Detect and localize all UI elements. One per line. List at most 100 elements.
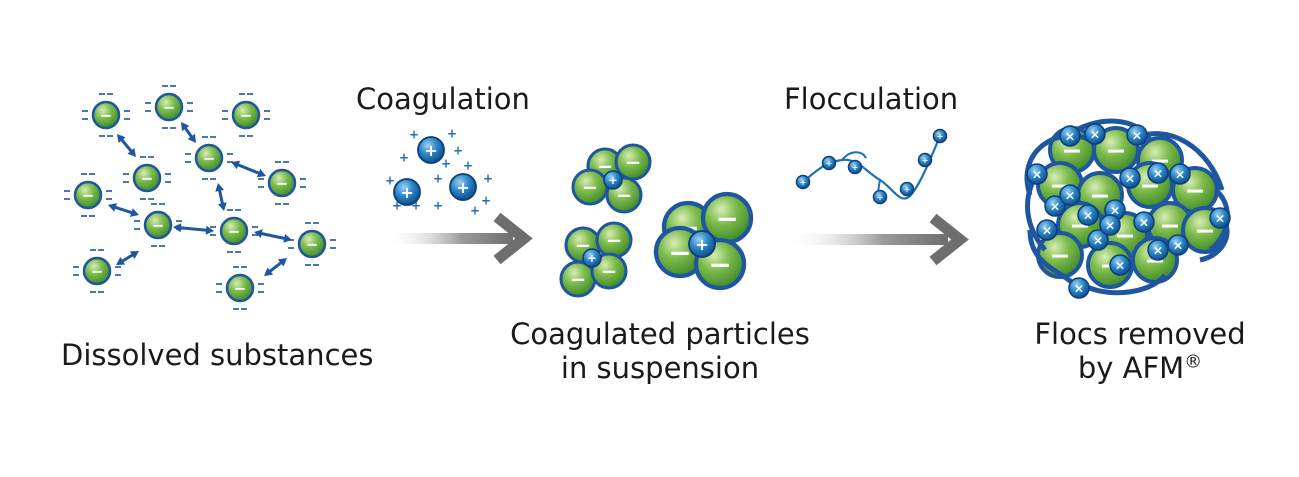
particle-body bbox=[194, 143, 224, 173]
repulsion-arrow bbox=[116, 251, 139, 265]
positive-ion: × bbox=[1059, 184, 1081, 206]
polymer-loop bbox=[841, 151, 867, 161]
arrow-head bbox=[181, 122, 190, 132]
positive-ion: × bbox=[1119, 167, 1141, 189]
arrow-head bbox=[277, 258, 287, 267]
positive-ion: + bbox=[449, 173, 477, 201]
positive-ion: × bbox=[1087, 229, 1109, 251]
negative-charge-halo bbox=[82, 93, 130, 137]
ion-body bbox=[1068, 277, 1090, 299]
minus-sign: − bbox=[240, 106, 253, 124]
arrow-head bbox=[231, 160, 241, 170]
small-plus-sign: + bbox=[399, 150, 409, 164]
positive-ion: + bbox=[847, 159, 863, 175]
positive-ion: + bbox=[872, 189, 888, 205]
polymer-strand bbox=[1027, 229, 1077, 287]
positive-ion: × bbox=[1169, 163, 1191, 185]
plus-sign: + bbox=[424, 141, 438, 160]
negative-charge-halo bbox=[64, 173, 112, 217]
negative-particle: − bbox=[82, 256, 112, 286]
process-arrow-coagulation bbox=[385, 212, 533, 265]
small-plus-sign: + bbox=[392, 198, 402, 212]
minus-sign: − bbox=[228, 222, 241, 240]
arrow-shaft bbox=[183, 126, 194, 139]
plus-sign: × bbox=[1173, 238, 1183, 253]
plus-sign: × bbox=[1115, 258, 1125, 273]
negative-particle: − bbox=[595, 221, 633, 259]
minus-sign: − bbox=[203, 149, 216, 167]
small-plus-sign: + bbox=[385, 173, 395, 187]
particle-body bbox=[297, 229, 327, 259]
negative-charge-halo bbox=[73, 249, 121, 293]
negative-particle: − bbox=[571, 168, 609, 206]
ion-body bbox=[932, 128, 948, 144]
small-plus-sign: + bbox=[481, 193, 491, 207]
negative-charge-halo bbox=[258, 161, 306, 205]
minus-sign: − bbox=[582, 176, 598, 199]
ion-body bbox=[1059, 184, 1081, 206]
positive-ion: + bbox=[393, 178, 421, 206]
positive-ion: × bbox=[1209, 207, 1231, 229]
negative-particle: − bbox=[700, 191, 754, 245]
arrow-shaft bbox=[259, 231, 287, 241]
small-plus-sign: + bbox=[433, 198, 443, 212]
ion-body bbox=[1087, 229, 1109, 251]
positive-ion: + bbox=[582, 248, 602, 268]
minus-sign: − bbox=[708, 248, 731, 281]
particle-body bbox=[219, 216, 249, 246]
plus-sign: × bbox=[1125, 171, 1135, 186]
plus-sign: + bbox=[587, 252, 596, 265]
particle-body bbox=[73, 180, 103, 210]
plus-sign: + bbox=[852, 162, 859, 172]
arrow-head bbox=[205, 225, 214, 235]
plus-sign: + bbox=[608, 174, 617, 187]
minus-sign: − bbox=[715, 202, 738, 235]
plus-sign: + bbox=[400, 183, 414, 202]
small-plus-sign: + bbox=[470, 203, 480, 217]
flocs-label-line2: by AFM® bbox=[1010, 351, 1270, 385]
plus-sign: × bbox=[1065, 129, 1075, 144]
negative-particle: − bbox=[231, 100, 261, 130]
flocculation-label: Flocculation bbox=[784, 82, 959, 116]
minus-sign: − bbox=[1159, 211, 1180, 240]
positive-ion: × bbox=[1036, 219, 1058, 241]
minus-sign: − bbox=[276, 174, 289, 192]
negative-particle: − bbox=[614, 143, 652, 181]
repulsion-arrow bbox=[108, 203, 139, 217]
particle-body bbox=[225, 273, 255, 303]
positive-ion: × bbox=[1077, 204, 1099, 226]
minus-sign: − bbox=[141, 169, 154, 187]
ion-body bbox=[872, 189, 888, 205]
minus-sign: − bbox=[625, 151, 641, 174]
positive-ion: × bbox=[1147, 239, 1169, 261]
plus-sign: × bbox=[1153, 243, 1163, 258]
negative-charge-halo bbox=[222, 93, 270, 137]
arrow-head bbox=[254, 229, 263, 239]
arrow-head bbox=[187, 133, 196, 143]
plus-sign: + bbox=[800, 177, 807, 187]
particle-body bbox=[267, 168, 297, 198]
particle-body bbox=[143, 210, 173, 240]
registered-mark: ® bbox=[1184, 351, 1203, 373]
ion-body bbox=[1133, 211, 1155, 233]
small-plus-sign: + bbox=[453, 143, 463, 157]
plus-sign: + bbox=[877, 192, 884, 202]
positive-ion: × bbox=[1147, 162, 1169, 184]
arrow-head bbox=[117, 134, 126, 144]
positive-ion: × bbox=[1167, 234, 1189, 256]
arrow-shaft bbox=[236, 162, 261, 176]
plus-sign: + bbox=[904, 184, 911, 194]
ion-body bbox=[795, 174, 811, 190]
positive-ion: + bbox=[932, 128, 948, 144]
arrow-shaft bbox=[217, 188, 225, 206]
positive-ion: + bbox=[795, 174, 811, 190]
ion-body bbox=[1119, 167, 1141, 189]
negative-particle: − bbox=[219, 216, 249, 246]
ion-body bbox=[1059, 125, 1081, 147]
ion-body bbox=[1036, 219, 1058, 241]
minus-sign: − bbox=[1089, 181, 1110, 210]
plus-sign: × bbox=[1065, 188, 1075, 203]
minus-sign: − bbox=[1105, 136, 1126, 165]
plus-sign: × bbox=[1105, 218, 1115, 233]
ion-body bbox=[603, 170, 623, 190]
